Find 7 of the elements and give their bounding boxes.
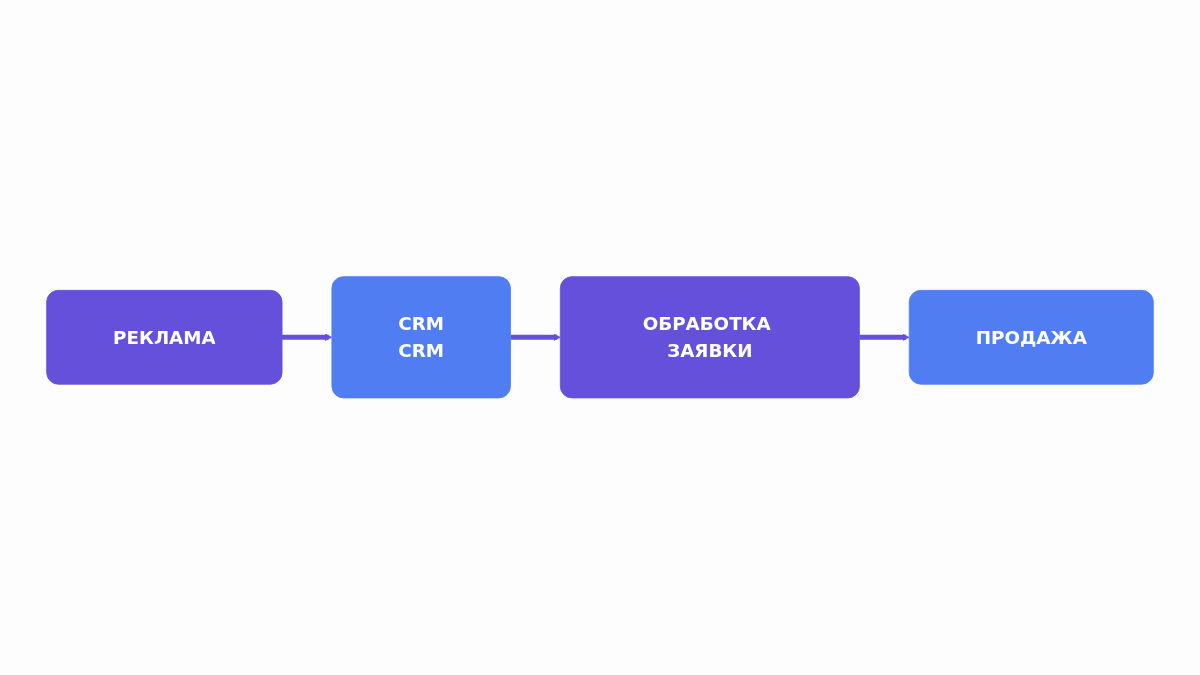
node-box: РЕКЛАМА [46, 290, 283, 385]
arrow [282, 333, 333, 342]
node-box: ОБРАБОТКА ЗАЯВКИ [559, 276, 860, 399]
node-box: CRM CRM [331, 276, 511, 399]
arrow [510, 333, 561, 342]
arrow [859, 333, 910, 342]
node-box: ПРОДАЖА [908, 290, 1154, 385]
